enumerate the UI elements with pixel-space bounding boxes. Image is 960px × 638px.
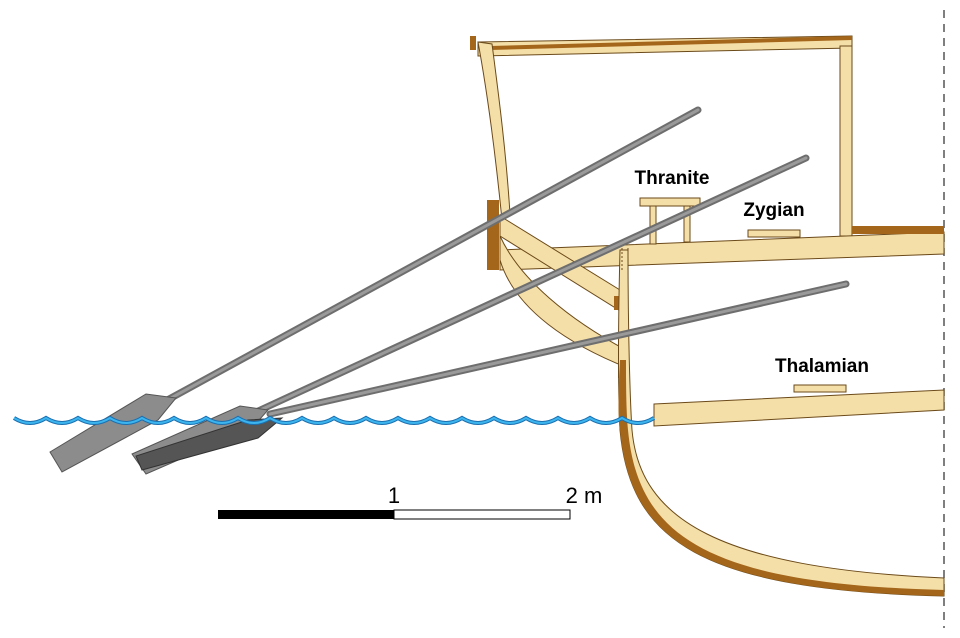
zygian-seat (747, 229, 801, 238)
label-thalamian: Thalamian (775, 356, 869, 377)
upper-canopy-frame (470, 35, 853, 237)
thalamian-seat (793, 384, 847, 393)
lower-deck-beam (653, 389, 945, 427)
label-thranite: Thranite (635, 168, 710, 189)
label-zygian: Zygian (743, 200, 804, 221)
outrigger-block (487, 200, 499, 270)
scale-bar: 1 2 m (218, 483, 603, 520)
thranite-oar (49, 106, 702, 473)
thalamian-oar (135, 280, 850, 471)
scale-tick-2: 2 m (566, 483, 603, 508)
upper-deck-beam (499, 231, 945, 271)
scale-tick-1: 1 (388, 483, 400, 508)
upright-curved-post (477, 41, 511, 221)
